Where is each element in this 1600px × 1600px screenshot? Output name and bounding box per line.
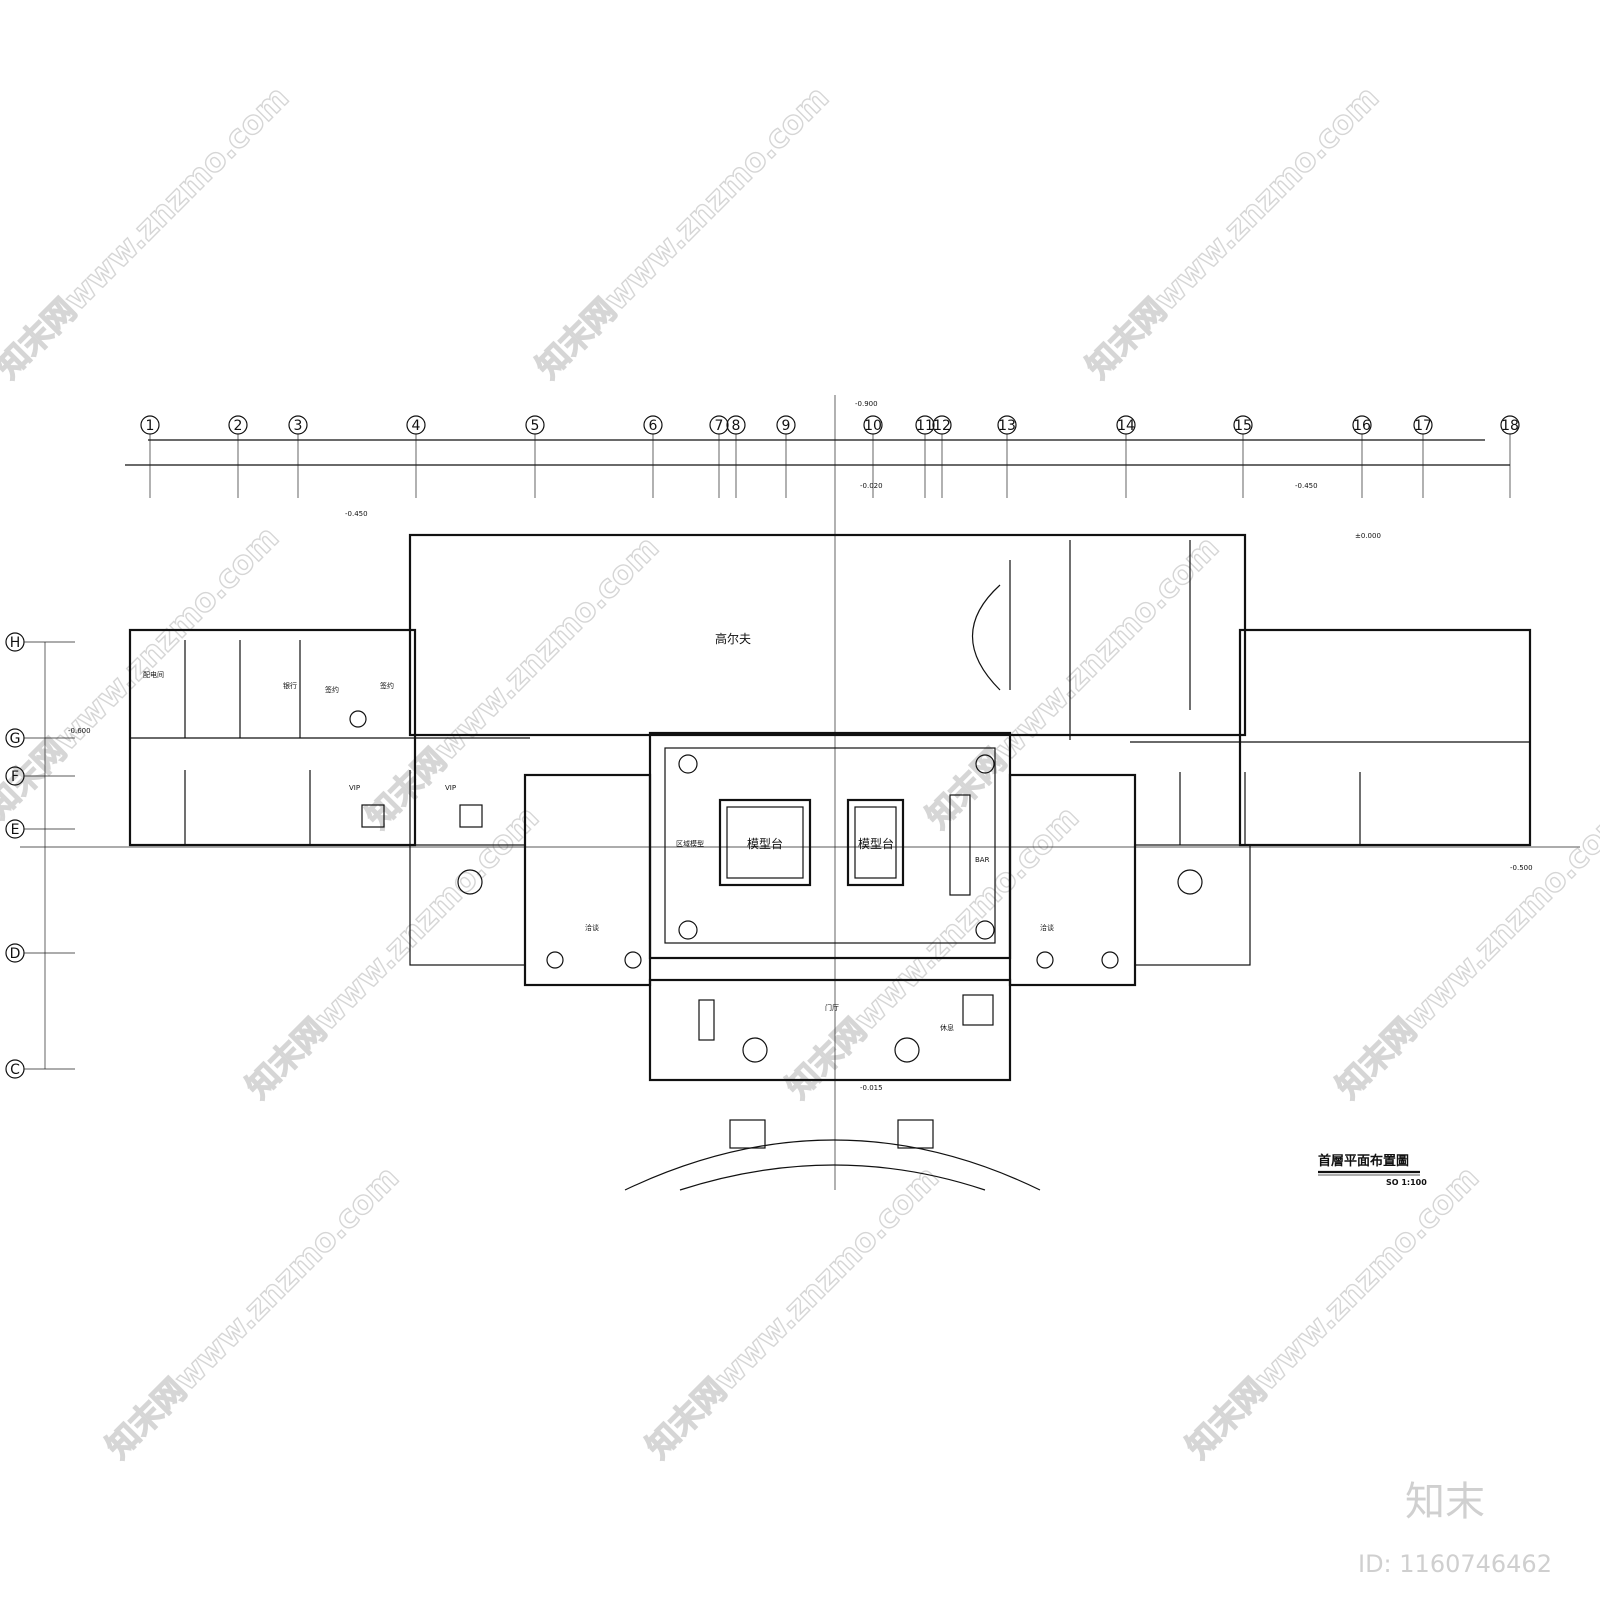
level-mark: -0.020 [860,482,883,490]
level-mark: -0.900 [855,400,878,408]
column-grid-bubble: 5 [525,415,545,498]
building-walls [128,533,1532,1191]
column-grid-bubble: 7 [709,415,729,498]
level-marks: -0.900 -0.020 -0.450 -0.450 ±0.000 -0.60… [68,400,1533,1092]
title-block: 首層平面布置圖 SO 1:100 [1318,1153,1427,1187]
column-grid-label: 13 [998,418,1016,434]
column-grid-label: 18 [1501,418,1519,434]
watermark-layer: 知末网www.znzmo.com 知末网www.znzmo.com 知末网www… [0,78,1600,1467]
row-grid-bubble: C [5,1059,75,1079]
column-grid-bubble: 17 [1413,415,1433,498]
room-label-zone-model: 区域模型 [676,839,704,848]
level-mark: -0.015 [860,1084,883,1092]
furniture-layer [349,710,1203,1063]
room-label-vip: VIP [349,784,360,792]
level-mark: -0.450 [1295,482,1318,490]
level-mark: -0.450 [345,510,368,518]
row-grid-label: C [10,1062,20,1078]
watermark-text: 知末网www.znzmo.com [639,1158,946,1465]
brand-watermark: 知末 [1405,1479,1485,1525]
column-grid-label: 17 [1414,418,1432,434]
column-grid-bubble: 2 [228,415,248,498]
column-grid-bubble: 4 [406,415,426,498]
column-grid-bubble: 12 [932,415,952,498]
column-grid-bubble: 11 [915,415,935,498]
drawing-title: 首層平面布置圖 [1318,1153,1409,1169]
watermark-text: 知末网www.znzmo.com [1079,78,1386,385]
column-grid-bubble: 13 [997,415,1017,498]
watermark-text: 知末网www.znzmo.com [529,78,836,385]
room-label-negotiation: 洽谈 [1040,923,1054,932]
room-label-golf: 高尔夫 [715,631,751,646]
column-grid-label: 7 [715,418,724,434]
room-label-sand-table: 模型台 [858,836,894,851]
column-grid-label: 11 [916,418,934,434]
row-grid-markers: H G F E D C [5,632,75,1079]
column-grid-label: 14 [1117,418,1135,434]
row-grid-label: D [10,946,21,962]
level-mark: ±0.000 [1355,532,1381,540]
column-grid-label: 9 [782,418,791,434]
column-grid-label: 2 [234,418,243,434]
row-grid-label: G [10,731,21,747]
column-grid-bubble: 14 [1116,415,1136,498]
column-grid-bubble: 16 [1352,415,1372,498]
column-grid-label: 1 [146,418,155,434]
column-grid-label: 5 [531,418,540,434]
room-label-signing: 签约 [380,681,394,690]
column-grid-label: 10 [864,418,882,434]
column-grid-label: 3 [294,418,303,434]
drawing-scale: SO 1:100 [1386,1178,1427,1187]
image-id-watermark: ID: 1160746462 [1358,1550,1552,1578]
level-mark: -0.600 [68,727,91,735]
column-grid-label: 15 [1234,418,1252,434]
room-label-sand-table: 模型台 [747,836,783,851]
column-grid-bubble: 9 [776,415,796,498]
row-grid-label: F [11,769,19,785]
column-grid-bubble: 1 [140,415,160,498]
row-grid-bubble: F [5,766,75,786]
column-grid-bubble: 18 [1500,415,1520,498]
watermark-text: 知末网www.znzmo.com [0,78,296,385]
room-label-bar: BAR [975,856,990,864]
column-grid-label: 16 [1353,418,1371,434]
row-grid-bubble: G [5,728,75,748]
row-grid-label: E [11,822,20,838]
row-grid-bubble: E [5,819,75,839]
column-grid-bubble: 15 [1233,415,1253,498]
room-label-bank: 银行 [283,681,297,690]
room-label-negotiation: 洽谈 [585,923,599,932]
column-grid-label: 6 [649,418,658,434]
room-label-power: 配电间 [143,670,164,679]
room-label-hall: 门厅 [825,1003,839,1012]
column-grid-label: 8 [732,418,741,434]
room-label-vip: VIP [445,784,456,792]
row-grid-bubble: D [5,943,75,963]
level-mark: -0.500 [1510,864,1533,872]
watermark-text: 知末网www.znzmo.com [99,1158,406,1465]
room-label-signing: 签约 [325,685,339,694]
column-grid-bubble: 10 [863,415,883,498]
watermark-text: 知末网www.znzmo.com [359,528,666,835]
row-grid-label: H [10,635,21,651]
column-grid-label: 4 [412,418,421,434]
room-label-lounge: 休息 [940,1023,954,1032]
column-grid-bubble: 6 [643,415,663,498]
room-labels: 高尔夫 模型台 模型台 门厅 洽谈 洽谈 VIP VIP 签约 签约 银行 配电… [143,631,1054,1032]
column-grid-bubble: 3 [288,415,308,498]
watermark-text: 知末网www.znzmo.com [1179,1158,1486,1465]
watermark-text: 知末网www.znzmo.com [779,798,1086,1105]
column-grid-bubble: 8 [726,415,746,498]
column-grid-label: 12 [933,418,951,434]
row-grid-bubble: H [5,632,75,652]
